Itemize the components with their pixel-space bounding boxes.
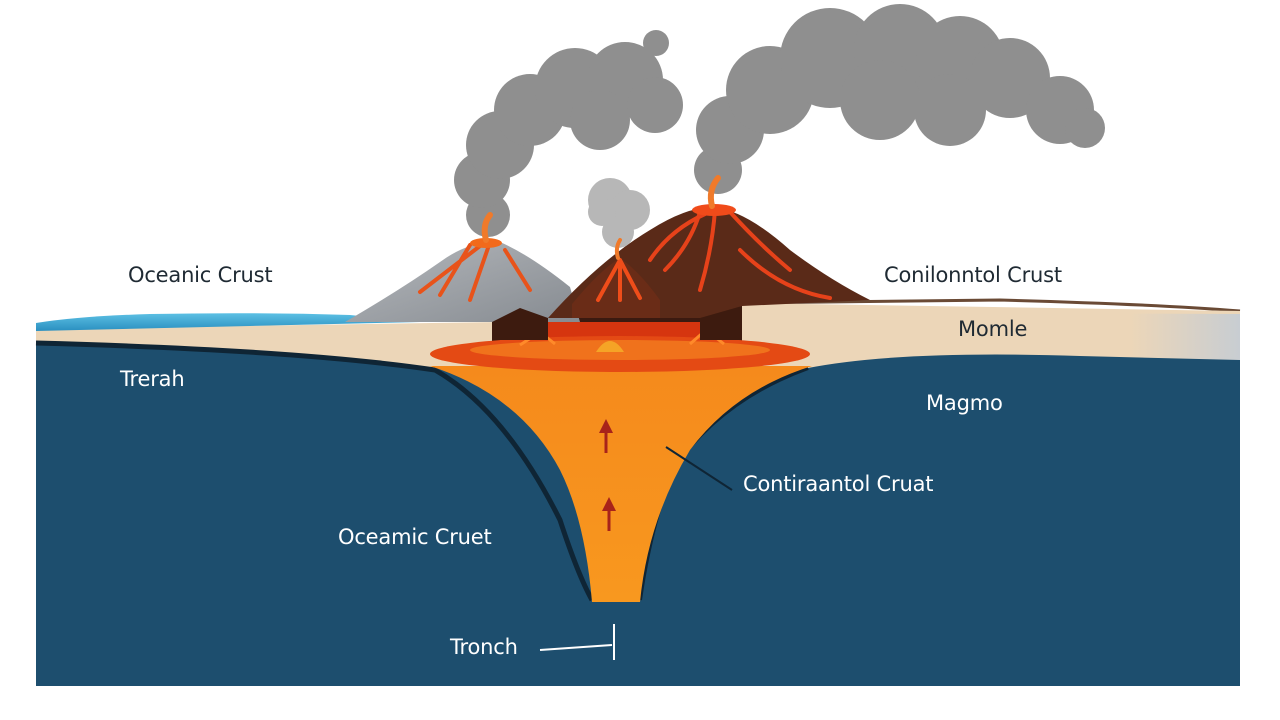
ocean-water: [36, 313, 420, 331]
smoke-plume-center: [588, 178, 650, 248]
continental-crust-top-edge: [741, 298, 1241, 313]
continental-crust-layer: [742, 312, 1240, 368]
trench-lower-label: Tronch: [450, 635, 518, 659]
volcano-left: [345, 241, 580, 322]
up-arrow-icon: [599, 419, 613, 453]
continental-crust-label: Conilonntol Crust: [884, 263, 1062, 287]
trench-upper-label: Trerah: [120, 367, 185, 391]
oceanic-crust-layer: [36, 322, 500, 368]
oceanic-crust-label: Oceanic Crust: [128, 263, 273, 287]
pointer-line-trench: [539, 644, 613, 651]
volcano-center: [572, 258, 660, 318]
mantle-label: Momle: [958, 317, 1028, 341]
magma-plume: [430, 366, 812, 602]
pointer-line-continental: [665, 446, 733, 491]
smoke-plume-left: [454, 30, 683, 237]
oceanic-crust-lower-label: Oceamic Cruet: [338, 525, 492, 549]
plate-boundary-line: [35, 340, 595, 602]
smoke-plume-right: [694, 4, 1105, 194]
up-arrow-icon: [602, 497, 616, 531]
continental-crust-pointer-label: Contiraantol Cruat: [743, 472, 934, 496]
magma-label: Magmo: [926, 391, 1003, 415]
